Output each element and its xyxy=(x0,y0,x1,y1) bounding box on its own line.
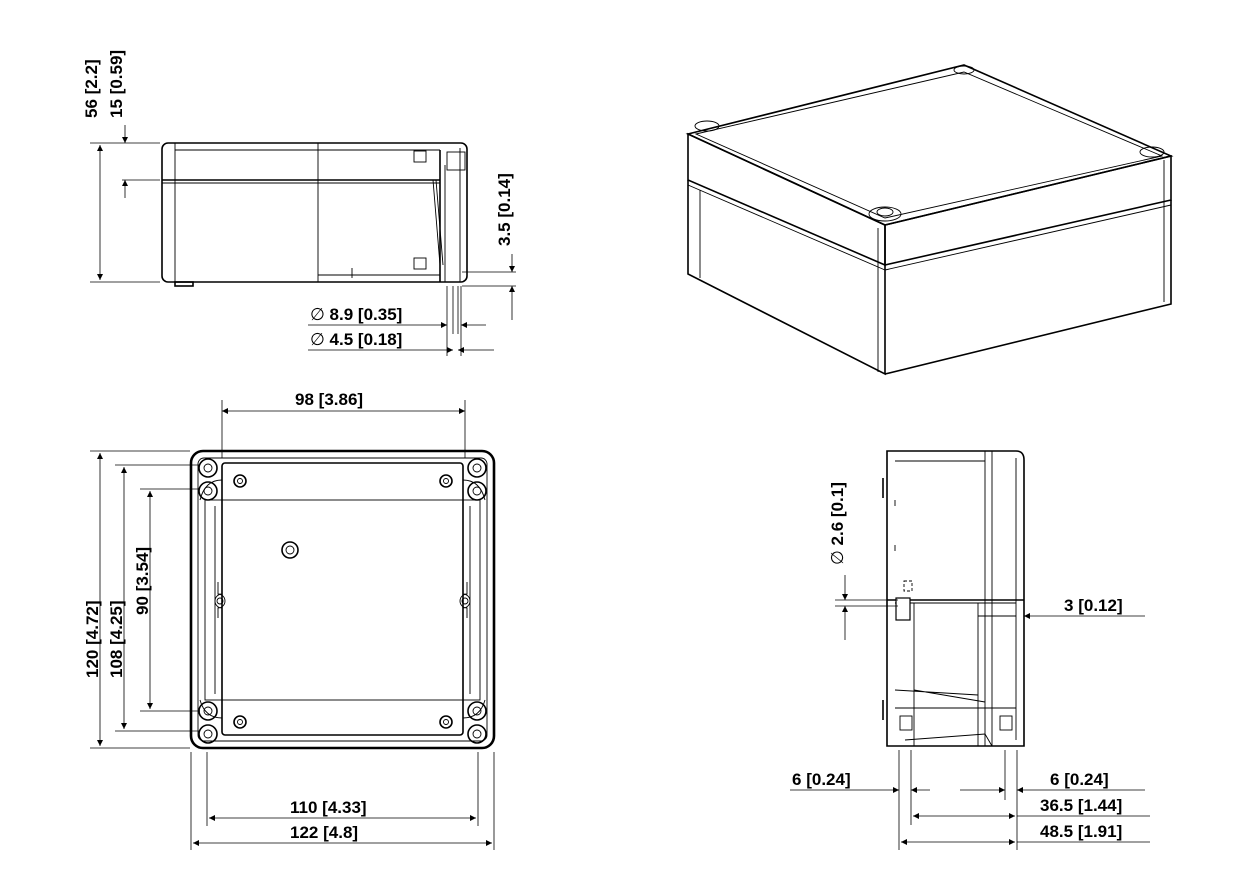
keyhole-slot-left-icon xyxy=(214,582,226,618)
offset-left-label: 6 [0.24] xyxy=(792,770,851,789)
hole-outer-label: ∅ 8.9 [0.35] xyxy=(310,305,402,324)
screw-diameter-label: ∅ 2.6 [0.1] xyxy=(828,482,847,565)
flange-label: 3.5 [0.14] xyxy=(495,173,514,246)
height-outer-label: 120 [4.72] xyxy=(83,600,102,678)
width-mid-label: 110 [4.33] xyxy=(290,798,367,817)
depth-mid-label: 36.5 [1.44] xyxy=(1040,796,1122,815)
corner-bosses xyxy=(198,458,487,744)
height-total-label: 56 [2.2] xyxy=(82,59,101,118)
section-view xyxy=(882,450,1025,747)
height-mid-label: 108 [4.25] xyxy=(107,600,126,678)
corner-screw-front-icon xyxy=(868,206,902,222)
inner-width-label: 98 [3.86] xyxy=(295,390,363,409)
side-view xyxy=(161,142,468,287)
hole-inner-label: ∅ 4.5 [0.18] xyxy=(310,330,402,349)
section-view-dimensions: ∅ 2.6 [0.1] 3 [0.12] 6 [0.24] 6 [0.24] 3… xyxy=(790,482,1150,850)
corner-screw-right-icon xyxy=(1139,146,1165,158)
plan-view xyxy=(189,449,496,750)
lid-top-face xyxy=(685,64,1174,226)
corner-screw-left-icon xyxy=(694,120,720,132)
center-boss-icon xyxy=(281,541,299,559)
mounting-hole-icon xyxy=(233,474,247,488)
offset-right-label: 6 [0.24] xyxy=(1050,770,1109,789)
plan-view-dimensions: 98 [3.86] 120 [4.72] 108 [4.25] 90 [3.54… xyxy=(83,390,495,850)
lid-height-label: 15 [0.59] xyxy=(107,50,126,118)
side-view-outline xyxy=(161,142,468,283)
height-inner-label: 90 [3.54] xyxy=(133,547,152,615)
plan-outer-outline xyxy=(189,449,496,750)
section-outline xyxy=(886,450,1025,747)
wall-label: 3 [0.12] xyxy=(1064,596,1123,615)
isometric-view xyxy=(685,64,1174,376)
keyhole-slot-right-icon xyxy=(459,582,471,618)
depth-outer-label: 48.5 [1.91] xyxy=(1040,822,1122,841)
side-view-dimensions: 56 [2.2] 15 [0.59] 3.5 [0.14] ∅ 8.9 [0.3… xyxy=(82,50,516,356)
width-outer-label: 122 [4.8] xyxy=(290,823,358,842)
plan-cavity-outline xyxy=(221,462,464,736)
corner-screw-icon xyxy=(198,458,218,478)
